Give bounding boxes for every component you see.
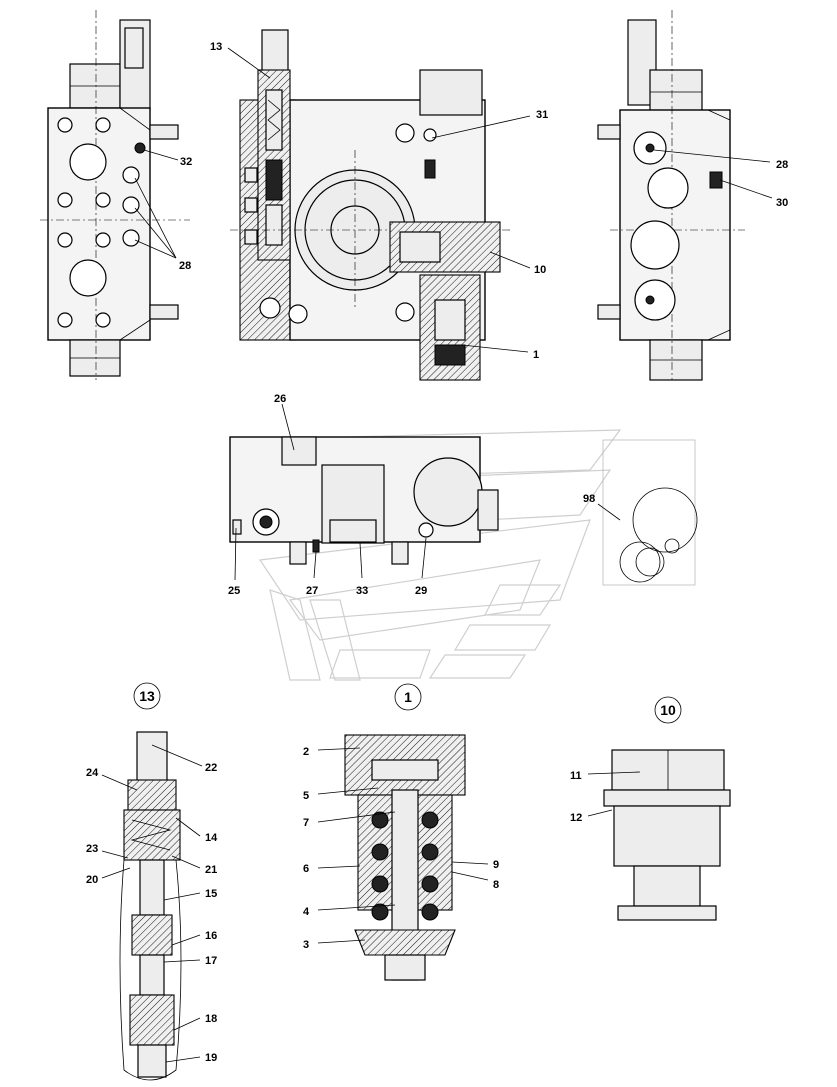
- callout-24: 24: [86, 767, 99, 779]
- callout-98: 98: [583, 493, 595, 505]
- callout-4: 4: [303, 906, 310, 918]
- callout-27: 27: [306, 585, 318, 597]
- callout-17: 17: [205, 955, 217, 967]
- callout-22: 22: [205, 762, 217, 774]
- callout-12: 12: [570, 812, 582, 824]
- callouts: 13 31 32 28 28 30 10 1 26 98 25 27: [86, 41, 788, 1064]
- callout-16: 16: [205, 930, 217, 942]
- callout-32: 32: [180, 156, 192, 168]
- right-side-view: [597, 10, 745, 381]
- callout-31: 31: [536, 109, 548, 121]
- left-side-view: [40, 10, 190, 380]
- callout-33: 33: [356, 585, 368, 597]
- seal-kit-box: [602, 439, 698, 586]
- detail-label-10: 10: [660, 702, 676, 718]
- callout-25: 25: [228, 585, 240, 597]
- detail-label-13: 13: [139, 688, 155, 704]
- callout-6: 6: [303, 863, 309, 875]
- callout-26: 26: [274, 393, 286, 405]
- callout-7: 7: [303, 817, 309, 829]
- callout-2: 2: [303, 746, 309, 758]
- detail-13-relief-cartridge: [119, 731, 182, 1081]
- detail-10-plug: [603, 749, 731, 921]
- detail-label-1: 1: [404, 689, 412, 705]
- front-section-view: [230, 29, 510, 381]
- callout-28-left: 28: [179, 260, 191, 272]
- callout-21: 21: [205, 864, 217, 876]
- callout-13: 13: [210, 41, 222, 53]
- callout-19: 19: [205, 1052, 217, 1064]
- callout-20: 20: [86, 874, 98, 886]
- callout-28-right: 28: [776, 159, 788, 171]
- callout-8: 8: [493, 879, 499, 891]
- callout-3: 3: [303, 939, 309, 951]
- callout-1: 1: [533, 349, 539, 361]
- detail-1-check-valve: [344, 734, 466, 981]
- callout-11: 11: [570, 770, 582, 782]
- callout-29: 29: [415, 585, 427, 597]
- detail-labels: 13 1 10: [133, 682, 682, 724]
- callout-18: 18: [205, 1013, 217, 1025]
- callout-15: 15: [205, 888, 217, 900]
- callout-30: 30: [776, 197, 788, 209]
- bottom-view: [229, 436, 499, 565]
- callout-9: 9: [493, 859, 499, 871]
- callout-23: 23: [86, 843, 98, 855]
- callout-10: 10: [534, 264, 546, 276]
- callout-14: 14: [205, 832, 218, 844]
- callout-5: 5: [303, 790, 309, 802]
